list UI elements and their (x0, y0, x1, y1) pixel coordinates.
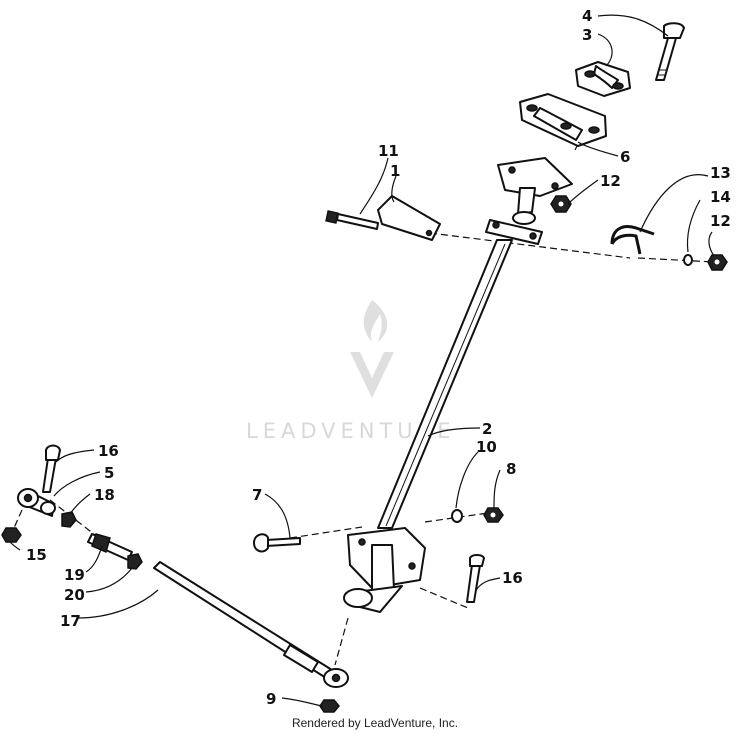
bolt-7 (253, 533, 301, 553)
callout-19: 19 (64, 566, 85, 584)
callout-15: 15 (26, 546, 47, 564)
callout-8: 8 (506, 460, 516, 478)
bolt-11 (325, 210, 379, 230)
callout-14: 14 (710, 188, 731, 206)
callout-16-left: 16 (98, 442, 119, 460)
nut-8 (483, 507, 504, 523)
bolt-4 (655, 22, 685, 81)
callout-20: 20 (64, 586, 85, 604)
flame-logo-icon (363, 300, 388, 342)
callout-12-upper: 12 (600, 172, 621, 190)
nut-12-upper (550, 195, 572, 213)
steering-column (377, 239, 513, 529)
nut-9 (319, 699, 340, 713)
callout-11: 11 (378, 142, 399, 160)
tie-rod-17 (153, 561, 349, 688)
callout-2: 2 (482, 420, 492, 438)
callout-18: 18 (94, 486, 115, 504)
washer-10 (451, 509, 463, 523)
rod-end-5 (17, 488, 56, 517)
callout-7: 7 (252, 486, 262, 504)
callouts: 4 3 6 11 1 12 13 14 12 2 10 8 7 16 16 5 … (26, 7, 731, 708)
assembly-lines (13, 119, 716, 666)
jam-nut-20 (127, 553, 143, 570)
handlebar-clamp-lower-6 (519, 93, 607, 147)
callout-13: 13 (710, 164, 731, 182)
nut-15 (1, 527, 22, 543)
bolt-16-right (466, 554, 485, 603)
lower-column-bracket (343, 527, 426, 613)
callout-12-right: 12 (710, 212, 731, 230)
callout-6: 6 (620, 148, 630, 166)
washer-14 (683, 254, 693, 266)
washer-18 (61, 511, 77, 528)
leader-lines (9, 14, 715, 707)
callout-10: 10 (476, 438, 497, 456)
bolt-16-left (42, 444, 61, 493)
u-clip-13 (610, 225, 655, 255)
adjuster-stud-19 (87, 533, 133, 561)
v-logo-icon (350, 352, 394, 398)
callout-3: 3 (582, 26, 592, 44)
callout-17: 17 (60, 612, 81, 630)
steering-post-top (485, 157, 573, 245)
callout-5: 5 (104, 464, 114, 482)
callout-4: 4 (582, 7, 592, 25)
nut-12-right (707, 254, 728, 271)
callout-9: 9 (266, 690, 276, 708)
footer-credit: Rendered by LeadVenture, Inc. (291, 716, 459, 730)
callout-1: 1 (390, 162, 400, 180)
handlebar-clamp-upper-3 (575, 61, 631, 97)
bracket-1 (377, 195, 441, 241)
callout-16-right: 16 (502, 569, 523, 587)
